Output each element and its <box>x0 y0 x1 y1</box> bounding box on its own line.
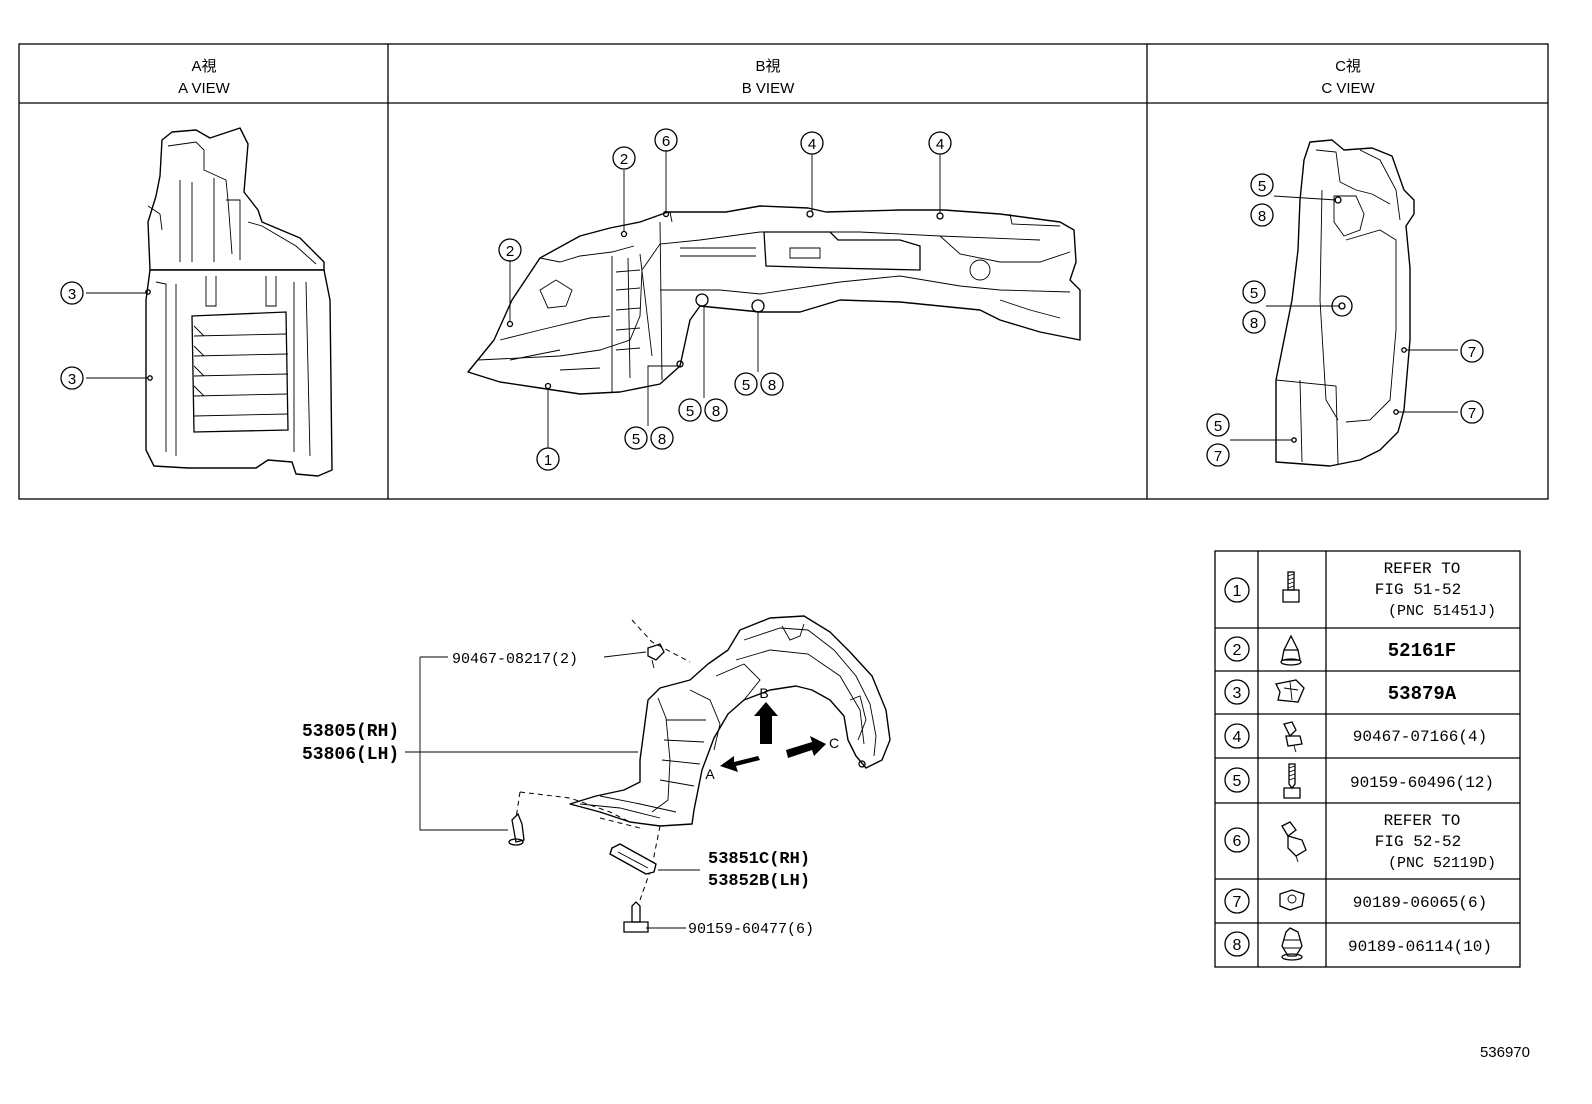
view-b-title-en: B VIEW <box>742 80 795 97</box>
view-b-callout: 5 <box>632 431 640 448</box>
view-b-callout: 8 <box>712 403 720 420</box>
view-b-callout: 1 <box>544 452 552 469</box>
view-b-drawing: 2 2 6 4 4 1 5 8 5 8 5 8 <box>467 128 1081 471</box>
part-seal-lh: 53852B(LH) <box>708 872 810 891</box>
view-b-header: B視 B VIEW <box>742 58 795 97</box>
part-liner-lh: 53806(LH) <box>302 745 399 765</box>
view-b-title-jp: B視 <box>755 58 780 75</box>
view-c-callout: 7 <box>1214 448 1222 465</box>
view-c-callout: 7 <box>1468 405 1476 422</box>
part-seal-rh: 53851C(RH) <box>708 850 810 869</box>
push-clip-icon <box>1280 634 1302 666</box>
arrow-b-icon <box>754 702 778 744</box>
view-c-callout: 8 <box>1250 315 1258 332</box>
views-frame <box>18 43 1549 500</box>
legend-desc: REFER TO <box>1384 560 1461 578</box>
legend-num: 7 <box>1233 894 1242 911</box>
view-b-callout: 2 <box>620 151 628 168</box>
screw-bottom-icon <box>623 901 649 933</box>
legend-num: 1 <box>1233 583 1242 600</box>
view-a-header: A視 A VIEW <box>178 58 231 97</box>
legend-row: 4 90467-07166(4) <box>1224 721 1487 753</box>
view-b-callout: 8 <box>658 431 666 448</box>
legend-desc: (PNC 51451J) <box>1388 603 1496 620</box>
legend-desc: (PNC 52119D) <box>1388 855 1496 872</box>
view-b-callout: 5 <box>742 377 750 394</box>
view-b-callout: 4 <box>808 136 816 153</box>
view-c-callout: 8 <box>1258 208 1266 225</box>
view-a-title-en: A VIEW <box>178 80 231 97</box>
arrow-c-icon <box>786 736 826 758</box>
arrow-a-label: A <box>705 766 715 782</box>
view-c-title-jp: C視 <box>1335 58 1361 75</box>
legend-desc: REFER TO <box>1384 812 1461 830</box>
legend-desc: 90467-07166(4) <box>1353 728 1487 746</box>
grommet-icon <box>1281 927 1303 961</box>
view-b-callout: 2 <box>506 243 514 260</box>
legend-num: 3 <box>1233 685 1242 702</box>
legend-num: 2 <box>1233 642 1242 659</box>
arrow-c-label: C <box>829 735 839 751</box>
legend-row: 7 90189-06065(6) <box>1224 888 1487 914</box>
screw-top-icon <box>647 643 665 669</box>
view-c-callout: 7 <box>1468 344 1476 361</box>
view-a-callout: 3 <box>68 371 76 388</box>
part-screw-bottom: 90159-60477(6) <box>688 921 814 938</box>
legend-desc: 52161F <box>1388 640 1456 662</box>
legend-desc: 53879A <box>1388 683 1457 705</box>
legend-row: 1 REFER TO FIG 51-52 (PNC 51451J) <box>1224 560 1496 620</box>
view-a-callout: 3 <box>68 286 76 303</box>
bolt-icon <box>1282 571 1300 603</box>
view-c-drawing: 5 8 5 8 7 7 5 7 <box>1206 139 1484 467</box>
view-c-header: C視 C VIEW <box>1321 58 1375 97</box>
plug-icon <box>1281 821 1307 863</box>
rivet-icon <box>1283 721 1303 753</box>
legend-row: 8 90189-06114(10) <box>1224 927 1492 961</box>
view-a-drawing: 3 3 <box>60 127 333 477</box>
legend-row: 6 REFER TO FIG 52-52 (PNC 52119D) <box>1224 812 1496 872</box>
view-c-callout: 5 <box>1258 178 1266 195</box>
screw-icon <box>1283 763 1301 799</box>
legend-num: 4 <box>1233 729 1242 746</box>
view-c-callout: 5 <box>1250 285 1258 302</box>
legend-table: 1 REFER TO FIG 51-52 (PNC 51451J) 2 5216… <box>1214 550 1521 968</box>
legend-row: 5 90159-60496(12) <box>1224 763 1494 799</box>
legend-desc: 90189-06114(10) <box>1348 938 1492 956</box>
screw-left-icon <box>508 812 525 846</box>
legend-desc: FIG 52-52 <box>1375 833 1461 851</box>
view-c-callout: 5 <box>1214 418 1222 435</box>
legend-desc: 90189-06065(6) <box>1353 894 1487 912</box>
view-b-callout: 4 <box>936 136 944 153</box>
legend-row: 2 52161F <box>1224 634 1456 666</box>
legend-row: 3 53879A <box>1224 679 1457 705</box>
view-c-title-en: C VIEW <box>1321 80 1375 97</box>
main-exploded-view: B C A 90467-08217(2) 53805(RH) 53806(LH)… <box>302 615 891 938</box>
arrow-b-label: B <box>759 685 768 701</box>
clip-icon <box>1275 679 1305 703</box>
view-b-callout: 8 <box>768 377 776 394</box>
diagram-id: 536970 <box>1480 1044 1530 1061</box>
view-b-callout: 5 <box>686 403 694 420</box>
part-screw-top: 90467-08217(2) <box>452 651 578 668</box>
part-liner-rh: 53805(RH) <box>302 722 399 742</box>
nut-icon <box>1279 889 1305 911</box>
legend-num: 6 <box>1233 833 1242 850</box>
legend-num: 8 <box>1233 937 1242 954</box>
view-b-callout: 6 <box>662 133 670 150</box>
arrow-a-icon <box>720 756 760 772</box>
legend-desc: FIG 51-52 <box>1375 581 1461 599</box>
legend-desc: 90159-60496(12) <box>1350 774 1494 792</box>
view-a-title-jp: A視 <box>191 58 216 75</box>
legend-num: 5 <box>1233 773 1242 790</box>
